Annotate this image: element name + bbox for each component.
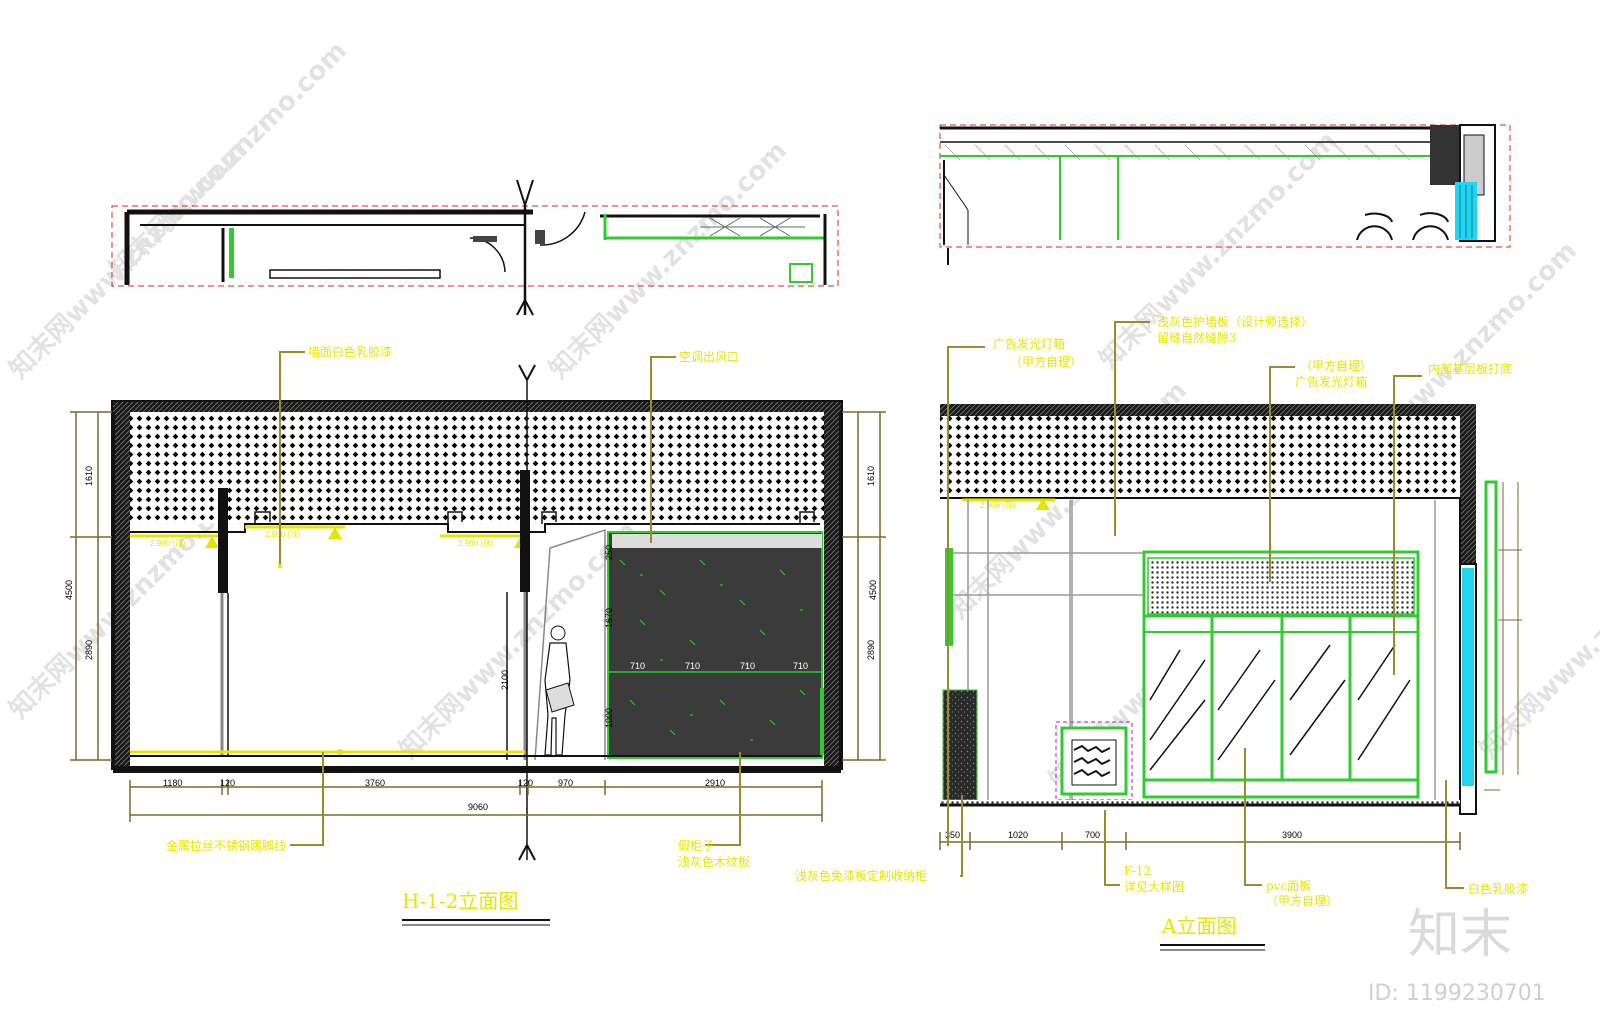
annotation-detail-note: 详见大样图	[1124, 879, 1184, 894]
dim-right: 1610	[866, 466, 876, 486]
dim-bottom: 120	[518, 778, 533, 788]
level-tag: 2.900 (顶)	[150, 539, 186, 548]
brand-logo: 知末 ID: 1199230701	[1368, 905, 1546, 1006]
dim-bottom: 350	[945, 830, 960, 840]
annotation-ad-lightbox: 广告发光灯箱	[993, 336, 1065, 351]
annotation-wall-panel: 浅灰色护墙板（设计师选择）	[1157, 315, 1313, 329]
annotation-baseboard: 金属拉丝不锈钢踢脚线	[166, 838, 286, 853]
brand-logo-text: 知末	[1408, 905, 1512, 965]
right-plan-view	[939, 124, 1511, 265]
annotation-ad-lightbox: 广告发光灯箱	[1295, 374, 1367, 389]
watermark-text: 知末网www.znzmo.com	[1474, 516, 1600, 765]
annotation-ac-outlet: 空调出风口	[679, 350, 739, 364]
dim-bottom: 2910	[705, 778, 725, 788]
annotation-pvc-note: （甲方自理）	[1266, 893, 1338, 908]
right-elevation-title: A立面图	[1161, 914, 1236, 938]
panel-dim: 710	[740, 661, 755, 671]
panel-dim: 710	[685, 661, 700, 671]
fake-cabinet-panel	[607, 531, 823, 759]
dim-bottom: 3900	[1282, 830, 1302, 840]
panel-vdim: 1670	[604, 608, 614, 628]
dim-left: 4500	[64, 580, 74, 600]
panel-vdim: 250	[604, 545, 614, 560]
annotation-white-paint: 白色乳胶漆	[1468, 881, 1528, 896]
watermark-text: 知末网www.znzmo.com	[544, 136, 793, 385]
watermark-text: 知末网www.znzmo.com	[104, 36, 353, 285]
annotation-fake-cabinet: 假柜子	[678, 839, 714, 853]
annotation-base-board: 内部基层板打底	[1428, 361, 1512, 376]
brand-id: ID: 1199230701	[1368, 981, 1546, 1006]
panel-dim: 710	[630, 661, 645, 671]
annotation-wood-panel: 浅灰色木纹板	[678, 855, 750, 869]
annotation-wall-gap: 留缝自然缝隙3	[1157, 330, 1237, 345]
annotation-wall-paint: 墙面白色乳胶漆	[308, 344, 392, 359]
left-plan-view	[111, 179, 839, 316]
annotation-ad-lightbox-note: （甲方自理）	[1300, 358, 1372, 373]
level-tag: 2.900 (顶)	[980, 501, 1016, 510]
lightbox-grid	[1147, 557, 1415, 615]
left-elevation-title: H-1-2立面图	[402, 889, 518, 913]
left-elevation: 2.900 (顶) 2.900 (顶) 2.900 (顶) 710	[64, 344, 886, 926]
dim-total: 9060	[468, 802, 488, 812]
annotation-pvc-panel: pvc面板	[1266, 879, 1311, 893]
dim-right: 2890	[866, 640, 876, 660]
dim-bottom: 700	[1085, 830, 1100, 840]
panel-vdim: 1000	[604, 708, 614, 728]
dim-bottom: 970	[558, 778, 573, 788]
annotation-storage-cabinet: 浅灰色免漆板定制收纳柜	[795, 868, 927, 883]
annotation-ad-lightbox-note: （甲方自理）	[1010, 354, 1082, 369]
dim-left: 2890	[84, 640, 94, 660]
level-tag: 2.900 (顶)	[265, 530, 301, 539]
dim-bottom: 1180	[163, 778, 182, 788]
right-elevation: 2.900 (顶)	[795, 315, 1528, 951]
dim-bottom: 3760	[365, 778, 385, 788]
dim-bottom: 1020	[1008, 830, 1028, 840]
dim-right: 4500	[868, 580, 878, 600]
dim-bottom: 120	[220, 778, 235, 788]
door-height-dim: 2100	[500, 670, 510, 690]
level-tag: 2.900 (顶)	[458, 539, 494, 548]
panel-dim: 710	[793, 661, 808, 671]
annotation-detail-ref: F-12	[1124, 864, 1151, 878]
human-figure-icon	[544, 625, 575, 756]
dim-left: 1610	[84, 466, 94, 486]
ceiling-hatch	[130, 412, 824, 524]
ceiling-hatch	[940, 416, 1460, 496]
